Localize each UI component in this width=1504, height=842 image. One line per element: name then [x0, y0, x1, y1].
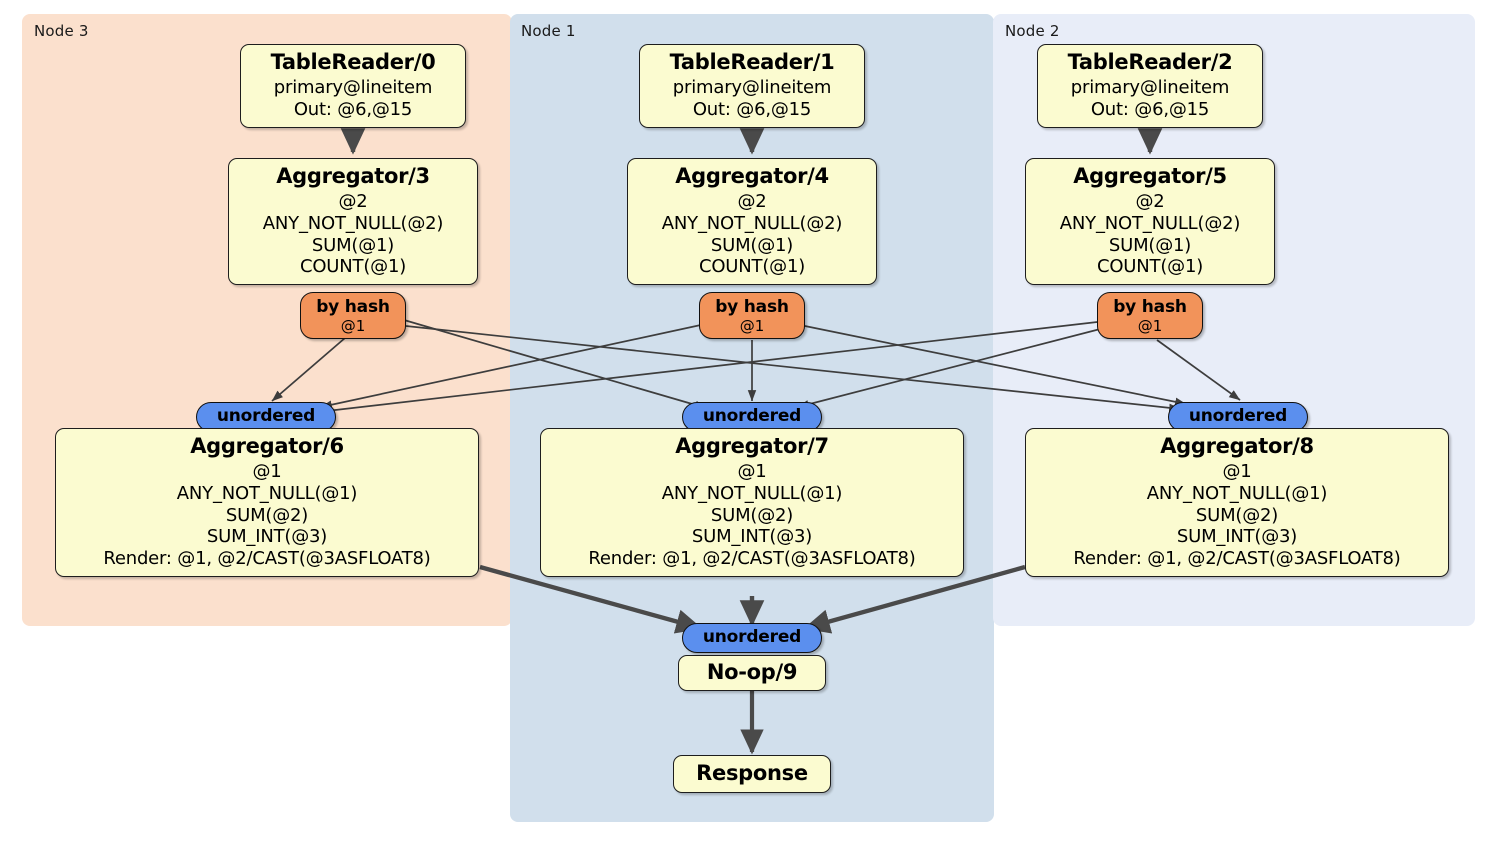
- router-label: by hash: [715, 297, 789, 317]
- node-detail-line: SUM(@1): [710, 234, 794, 256]
- node-title: TableReader/0: [270, 50, 436, 74]
- stream-label: unordered: [702, 406, 802, 427]
- router-sublabel: @1: [739, 316, 765, 335]
- node-detail-line: primary@lineitem: [1070, 76, 1230, 98]
- node-noop-9[interactable]: No-op/9: [678, 655, 826, 691]
- node-aggregator-3[interactable]: Aggregator/3 @2 ANY_NOT_NULL(@2) SUM(@1)…: [228, 158, 478, 286]
- node-detail-line: ANY_NOT_NULL(@1): [661, 482, 843, 504]
- node-title: Response: [696, 761, 808, 786]
- node-detail-line: ANY_NOT_NULL(@2): [262, 212, 444, 234]
- node-tablereader-1[interactable]: TableReader/1 primary@lineitem Out: @6,@…: [639, 44, 865, 128]
- node-detail-line: SUM(@1): [1108, 234, 1192, 256]
- node-detail-line: SUM_INT(@3): [691, 526, 813, 548]
- node-detail-line: ANY_NOT_NULL(@2): [1059, 212, 1241, 234]
- node-aggregator-4[interactable]: Aggregator/4 @2 ANY_NOT_NULL(@2) SUM(@1)…: [627, 158, 877, 286]
- node-detail-line: @2: [1135, 190, 1165, 212]
- node-title: TableReader/2: [1067, 50, 1233, 74]
- node-response[interactable]: Response: [673, 755, 831, 793]
- node-title: Aggregator/8: [1160, 434, 1314, 458]
- node-detail-line: @1: [737, 460, 767, 482]
- node-detail-line: COUNT(@1): [1096, 256, 1204, 278]
- node-detail-line: Render: @1, @2/CAST(@3ASFLOAT8): [103, 548, 431, 570]
- router-by-hash-right[interactable]: by hash @1: [1097, 292, 1203, 339]
- stream-unordered-middle[interactable]: unordered: [682, 402, 822, 432]
- region-label-node-2: Node 2: [1005, 22, 1060, 40]
- stream-label: unordered: [1188, 406, 1288, 427]
- node-detail-line: SUM(@1): [311, 234, 395, 256]
- node-title: Aggregator/3: [276, 164, 430, 188]
- node-detail-line: SUM(@2): [1195, 504, 1279, 526]
- region-label-node-1: Node 1: [521, 22, 576, 40]
- node-title: Aggregator/7: [675, 434, 829, 458]
- node-detail-line: ANY_NOT_NULL(@1): [176, 482, 358, 504]
- node-title: Aggregator/5: [1073, 164, 1227, 188]
- router-sublabel: @1: [340, 316, 366, 335]
- node-detail-line: ANY_NOT_NULL(@2): [661, 212, 843, 234]
- node-tablereader-0[interactable]: TableReader/0 primary@lineitem Out: @6,@…: [240, 44, 466, 128]
- node-detail-line: SUM(@2): [225, 504, 309, 526]
- node-detail-line: @2: [737, 190, 767, 212]
- stream-label: unordered: [702, 627, 802, 648]
- region-label-node-3: Node 3: [34, 22, 89, 40]
- node-title: No-op/9: [706, 660, 798, 685]
- node-title: Aggregator/4: [675, 164, 829, 188]
- node-aggregator-5[interactable]: Aggregator/5 @2 ANY_NOT_NULL(@2) SUM(@1)…: [1025, 158, 1275, 286]
- node-detail-line: Out: @6,@15: [293, 98, 413, 120]
- node-detail-line: Out: @6,@15: [692, 98, 812, 120]
- node-title: Aggregator/6: [190, 434, 344, 458]
- node-detail-line: SUM(@2): [710, 504, 794, 526]
- node-detail-line: SUM_INT(@3): [1176, 526, 1298, 548]
- node-aggregator-7[interactable]: Aggregator/7 @1 ANY_NOT_NULL(@1) SUM(@2)…: [540, 428, 964, 578]
- node-detail-line: primary@lineitem: [672, 76, 832, 98]
- node-aggregator-8[interactable]: Aggregator/8 @1 ANY_NOT_NULL(@1) SUM(@2)…: [1025, 428, 1449, 578]
- node-title: TableReader/1: [669, 50, 835, 74]
- node-detail-line: COUNT(@1): [698, 256, 806, 278]
- router-sublabel: @1: [1137, 316, 1163, 335]
- node-detail-line: SUM_INT(@3): [206, 526, 328, 548]
- router-label: by hash: [1113, 297, 1187, 317]
- node-detail-line: COUNT(@1): [299, 256, 407, 278]
- router-by-hash-middle[interactable]: by hash @1: [699, 292, 805, 339]
- node-detail-line: @1: [1222, 460, 1252, 482]
- stream-label: unordered: [216, 406, 316, 427]
- node-detail-line: @1: [252, 460, 282, 482]
- node-detail-line: Render: @1, @2/CAST(@3ASFLOAT8): [1073, 548, 1401, 570]
- stream-unordered-final[interactable]: unordered: [682, 623, 822, 653]
- node-detail-line: ANY_NOT_NULL(@1): [1146, 482, 1328, 504]
- router-label: by hash: [316, 297, 390, 317]
- router-by-hash-left[interactable]: by hash @1: [300, 292, 406, 339]
- node-tablereader-2[interactable]: TableReader/2 primary@lineitem Out: @6,@…: [1037, 44, 1263, 128]
- node-detail-line: @2: [338, 190, 368, 212]
- node-detail-line: Out: @6,@15: [1090, 98, 1210, 120]
- node-detail-line: Render: @1, @2/CAST(@3ASFLOAT8): [588, 548, 916, 570]
- node-aggregator-6[interactable]: Aggregator/6 @1 ANY_NOT_NULL(@1) SUM(@2)…: [55, 428, 479, 578]
- node-detail-line: primary@lineitem: [273, 76, 433, 98]
